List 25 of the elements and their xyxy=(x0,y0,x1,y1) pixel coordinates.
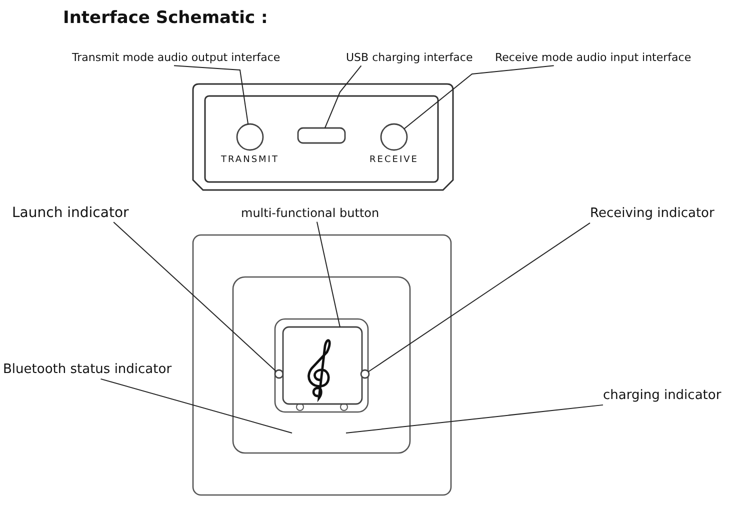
leader-line xyxy=(316,221,340,328)
leader-line xyxy=(346,404,604,434)
callout-label: Launch indicator xyxy=(12,205,129,222)
leader-line xyxy=(174,65,249,125)
callout-label: Transmit mode audio output interface xyxy=(72,52,280,65)
callout-label: Receive mode audio input interface xyxy=(495,52,692,65)
callout-label: Bluetooth status indicator xyxy=(3,363,172,378)
audio-jack xyxy=(380,123,408,151)
callout-label: multi-functional button xyxy=(241,207,380,221)
diagram-title: Interface Schematic : xyxy=(63,9,268,29)
indicator-light xyxy=(274,369,284,379)
callout-label: USB charging interface xyxy=(346,52,473,65)
indicator-light xyxy=(360,369,370,379)
leader-line xyxy=(368,222,590,372)
leader-line xyxy=(113,222,277,372)
callout-label: charging indicator xyxy=(603,389,722,404)
leader-line xyxy=(324,65,362,128)
leader-line xyxy=(100,378,292,434)
button-face xyxy=(282,326,363,405)
usb-port xyxy=(297,127,346,144)
audio-jack xyxy=(236,123,264,151)
port-label: RECEIVE xyxy=(368,155,420,166)
callout-label: Receiving indicator xyxy=(590,207,714,222)
leader-line xyxy=(404,65,554,130)
port-label: TRANSMIT xyxy=(220,155,280,166)
